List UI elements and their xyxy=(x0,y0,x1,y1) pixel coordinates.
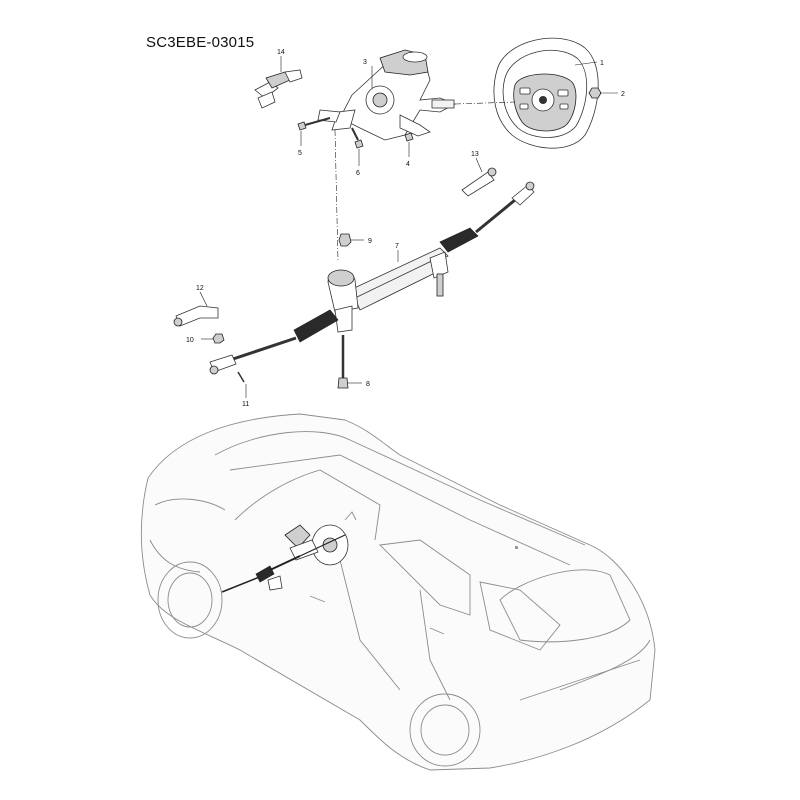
vehicle-locator xyxy=(140,413,656,771)
intermediate-shaft xyxy=(254,69,303,109)
bolt-8 xyxy=(337,335,349,389)
callout-3: 3 xyxy=(363,59,367,66)
callout-8: 8 xyxy=(366,381,370,388)
bolt-4 xyxy=(404,132,414,142)
callout-11: 11 xyxy=(242,401,249,408)
callout-4: 4 xyxy=(406,161,410,168)
callout-10: 10 xyxy=(186,337,194,344)
callout-1: 1 xyxy=(600,60,604,67)
steering-rack xyxy=(293,227,479,343)
steering-column xyxy=(317,49,456,141)
tie-rod-end-13 xyxy=(461,167,497,197)
callout-14: 14 xyxy=(277,49,285,56)
tie-rod-left xyxy=(209,336,297,375)
callout-6: 6 xyxy=(356,170,360,177)
steering-wheel xyxy=(493,37,599,149)
nut-10 xyxy=(212,333,225,344)
callouts: 1 2 3 4 5 6 7 8 9 10 xyxy=(186,49,625,408)
callout-2: 2 xyxy=(621,91,625,98)
bolt-6 xyxy=(351,127,364,149)
callout-9: 9 xyxy=(368,238,372,245)
callout-5: 5 xyxy=(298,150,302,157)
tie-rod-end-12 xyxy=(173,305,219,327)
bolt-5 xyxy=(297,117,331,131)
callout-7: 7 xyxy=(395,243,399,250)
vehicle-steering-location xyxy=(221,511,357,593)
nut-9 xyxy=(338,233,352,247)
callout-13: 13 xyxy=(471,151,479,158)
diagram-code: SC3EBE-03015 xyxy=(146,34,255,51)
callout-12: 12 xyxy=(196,285,204,292)
nut-2 xyxy=(588,87,602,99)
tie-rod-right xyxy=(475,181,535,234)
